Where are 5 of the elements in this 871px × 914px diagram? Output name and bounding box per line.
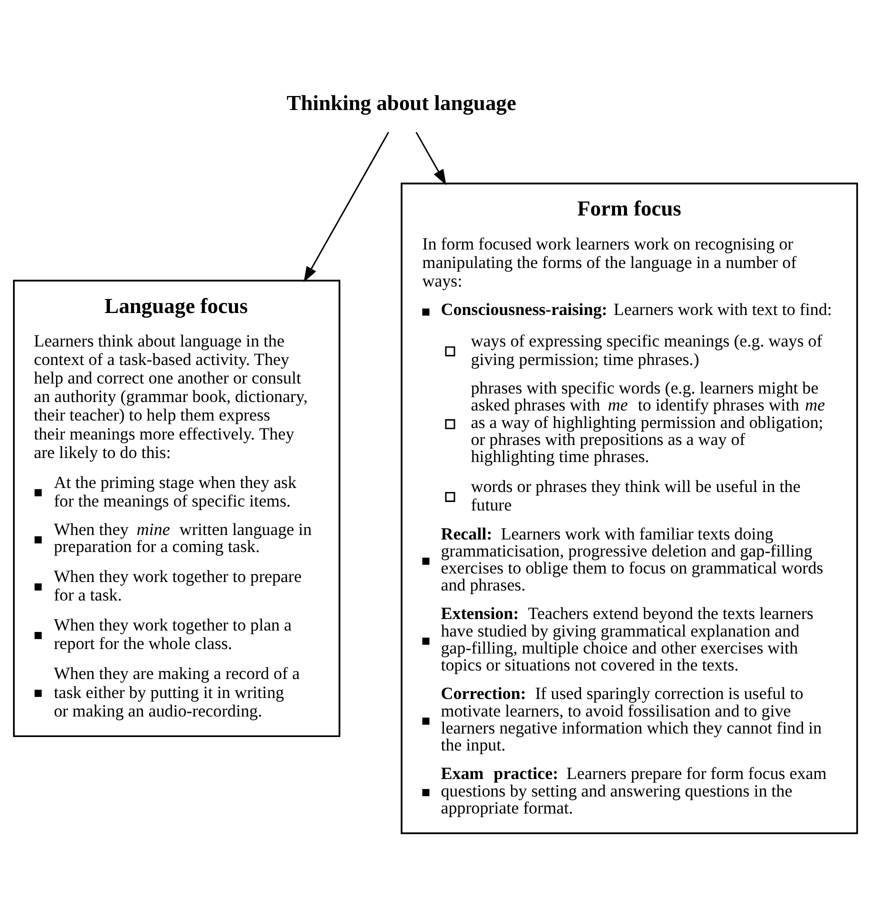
arrow bbox=[416, 132, 446, 186]
node-box: Form focus In form focused work learners work on recognising or manipulating the forms of the language in a number of ways: Consciousness-raising: Learners work with text to find: ways of expressing specific meanings (e.g. ways of giving permission; time phrases.) phrases with specific words (e.g. learners might be asked phrases with me to identify phrases with me as a way of highlighting permission and obligation; or phrases with prepositions as a way of highlighting time phrases. words or phrases they think will be useful in the future Recall: Learners work with familiar texts doing grammaticisation, progressive deletion and gap-filling exercises to oblige them to focus on grammatical words and phrases. Extension: Teachers extend beyond the texts learners have studied by giving grammatical explanation and gap-filling, multiple choice and other exercises with topics or situations not covered in the texts. Correction: If used sparingly correction is useful to motivate learners, to avoid fossilisation and to give learners negative information which they cannot find in the input. Exam practice: Learners prepare for form focus exam questions by setting and answering questions in the appropriate format. bbox=[400, 182, 858, 834]
node-text: Thinking about language bbox=[286, 90, 516, 115]
node-box: Language focus Learners think about language in the context of a task-based activity. They help and correct one another or consult an authority (grammar book, dictionary, their teacher) to help them express their meanings more effectively. They are likely to do this: At the priming stage when they ask for the meanings of specific items. When they mine written language in preparation for a coming task. When they work together to prepare for a task. When they work together to plan a report for the whole class. When they are making a record of a task either by putting it in writing or making an audio-recording. bbox=[13, 280, 340, 738]
arrow bbox=[304, 132, 390, 282]
